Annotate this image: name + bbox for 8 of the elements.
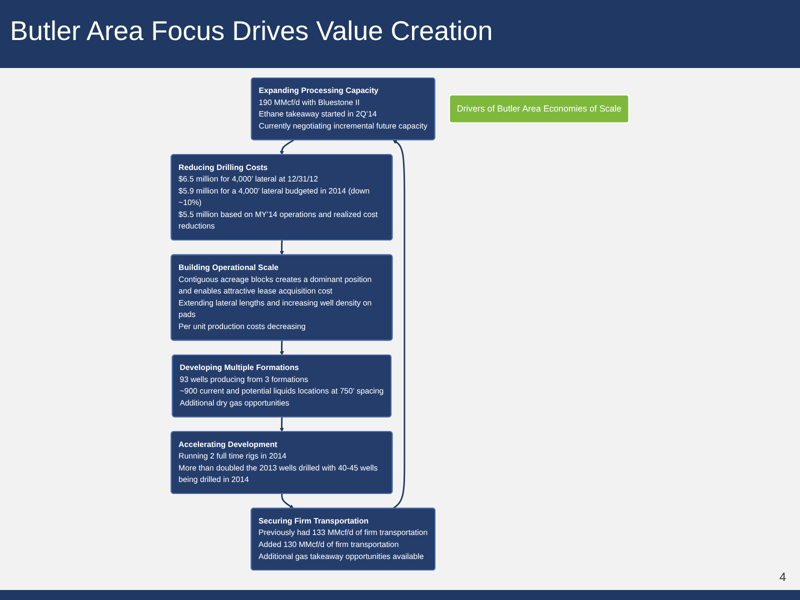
arrow [281, 494, 294, 509]
arrow [392, 140, 406, 510]
arrow [280, 417, 284, 432]
arrow [280, 340, 284, 356]
arrow [280, 139, 294, 155]
title: Butler Area Focus Drives Value Creation [10, 16, 493, 47]
arrow [280, 240, 284, 256]
page-number: 4 [779, 570, 786, 584]
